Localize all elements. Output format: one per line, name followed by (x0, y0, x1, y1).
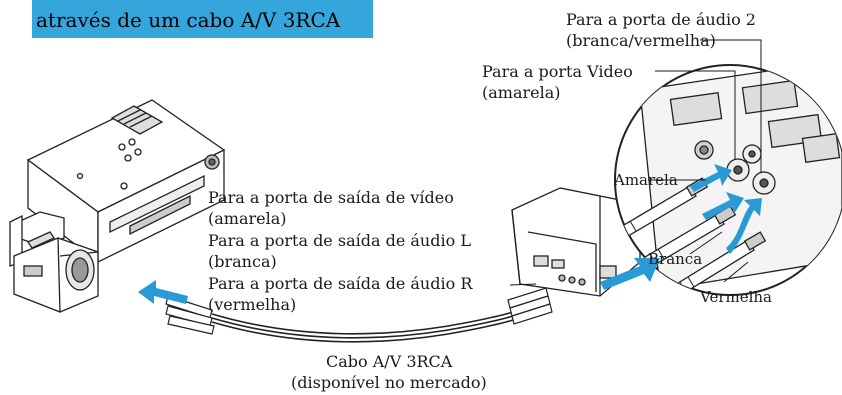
label-out-video: Para a porta de saída de vídeo (208, 188, 454, 207)
label-audio2-port: Para a porta de áudio 2 (566, 10, 756, 29)
label-plug-red: Vermelha (700, 288, 773, 306)
section-title: através de um cabo A/V 3RCA (36, 8, 341, 32)
arrow-icon (690, 164, 762, 254)
leader-lines (509, 39, 762, 286)
left-rca-plugs (165, 295, 215, 335)
connector-panel-zoom (614, 64, 842, 296)
label-out-audio-r: Para a porta de saída de áudio R (208, 274, 473, 293)
label-out-audio-r-color: (vermelha) (208, 295, 297, 314)
projector-icon (511, 187, 641, 297)
label-out-video-color: (amarela) (208, 209, 287, 228)
vcr-icon (26, 99, 226, 264)
camcorder-icon (9, 211, 99, 313)
label-video-port: Para a porta Video (482, 62, 633, 81)
label-cable: Cabo A/V 3RCA (326, 352, 453, 371)
label-out-audio-l: Para a porta de saída de áudio L (208, 231, 471, 250)
label-audio2-color: (branca/vermelha) (566, 31, 716, 50)
label-video-color: (amarela) (482, 83, 561, 102)
right-rca-plugs (507, 287, 553, 325)
label-cable-availability: (disponível no mercado) (291, 373, 487, 392)
section-header: através de um cabo A/V 3RCA (32, 0, 373, 38)
label-out-audio-l-color: (branca) (208, 252, 277, 271)
label-plug-yellow: Amarela (614, 171, 678, 189)
label-plug-white: Branca (648, 250, 703, 268)
av-cable (211, 305, 531, 343)
arrow-icon (138, 258, 660, 304)
